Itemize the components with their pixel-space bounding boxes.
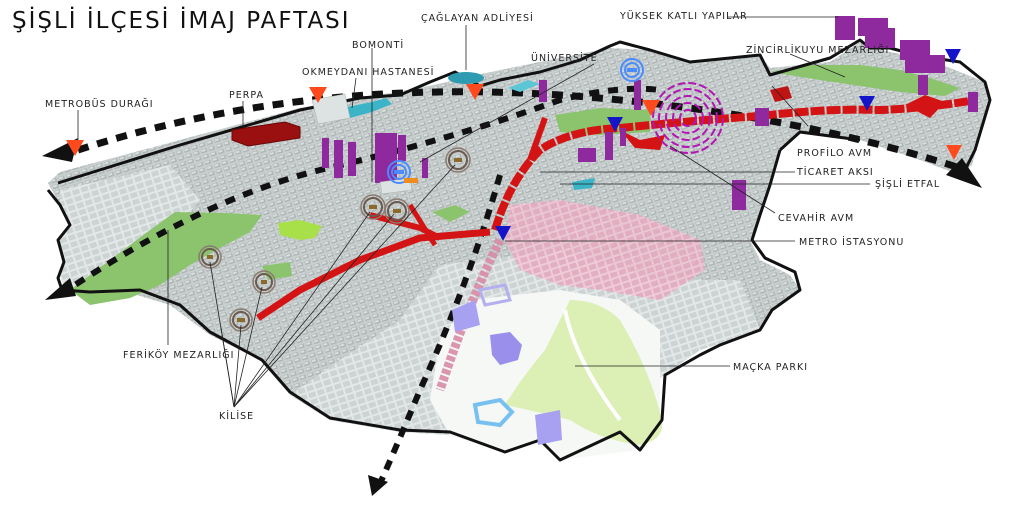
macka-park <box>505 300 663 445</box>
label-perpa: PERPA <box>229 90 264 101</box>
label-okmeydani-hospital: OKMEYDANI HASTANESİ <box>302 67 435 78</box>
label-bomonti: BOMONTİ <box>352 40 405 51</box>
label-macka-park: MAÇKA PARKI <box>733 362 808 373</box>
label-metrobus-stop: METROBÜS DURAĞI <box>45 99 154 110</box>
university-rings <box>387 58 644 184</box>
ferikoy-cemetery <box>70 212 262 305</box>
label-metro-station: METRO İSTASYONU <box>799 237 905 248</box>
label-university: ÜNİVERSİTE <box>531 53 598 64</box>
label-commerce-axis: TİCARET AKSI <box>797 167 874 178</box>
green-patch-2 <box>432 205 470 222</box>
label-cevahir-mall: CEVAHİR AVM <box>778 213 855 224</box>
commerce-axis <box>256 86 976 321</box>
green-patch-1 <box>278 220 322 240</box>
district-boundary <box>46 38 992 462</box>
metro-station-icons <box>495 49 961 241</box>
southern-buildings <box>452 283 562 445</box>
label-zincirlikuyu-cemetery: ZİNCİRLİKUYU MEZARLIĞI <box>746 45 890 56</box>
label-sisli-etfal: ŞİŞLİ ETFAL <box>875 179 941 190</box>
perpa-building <box>231 121 301 147</box>
leader-lines <box>77 16 870 408</box>
landmark-rings <box>652 82 724 154</box>
building-clusters <box>311 93 413 195</box>
map-title: ŞİŞLİ İLÇESİ İMAJ PAFTASI <box>12 8 351 34</box>
label-caglayan-courthouse: ÇAĞLAYAN ADLİYESİ <box>421 13 534 24</box>
label-church: KİLİSE <box>219 411 255 422</box>
label-high-rise: YÜKSEK KATLI YAPILAR <box>620 11 748 22</box>
metrobus-stop-icons <box>66 84 962 160</box>
education-zone <box>505 200 705 300</box>
label-profilo-mall: PROFİLO AVM <box>797 148 873 159</box>
zincirlikuyu-cemetery <box>770 65 960 96</box>
label-ferikoy-cemetery: FERİKÖY MEZARLIĞI <box>123 350 235 361</box>
